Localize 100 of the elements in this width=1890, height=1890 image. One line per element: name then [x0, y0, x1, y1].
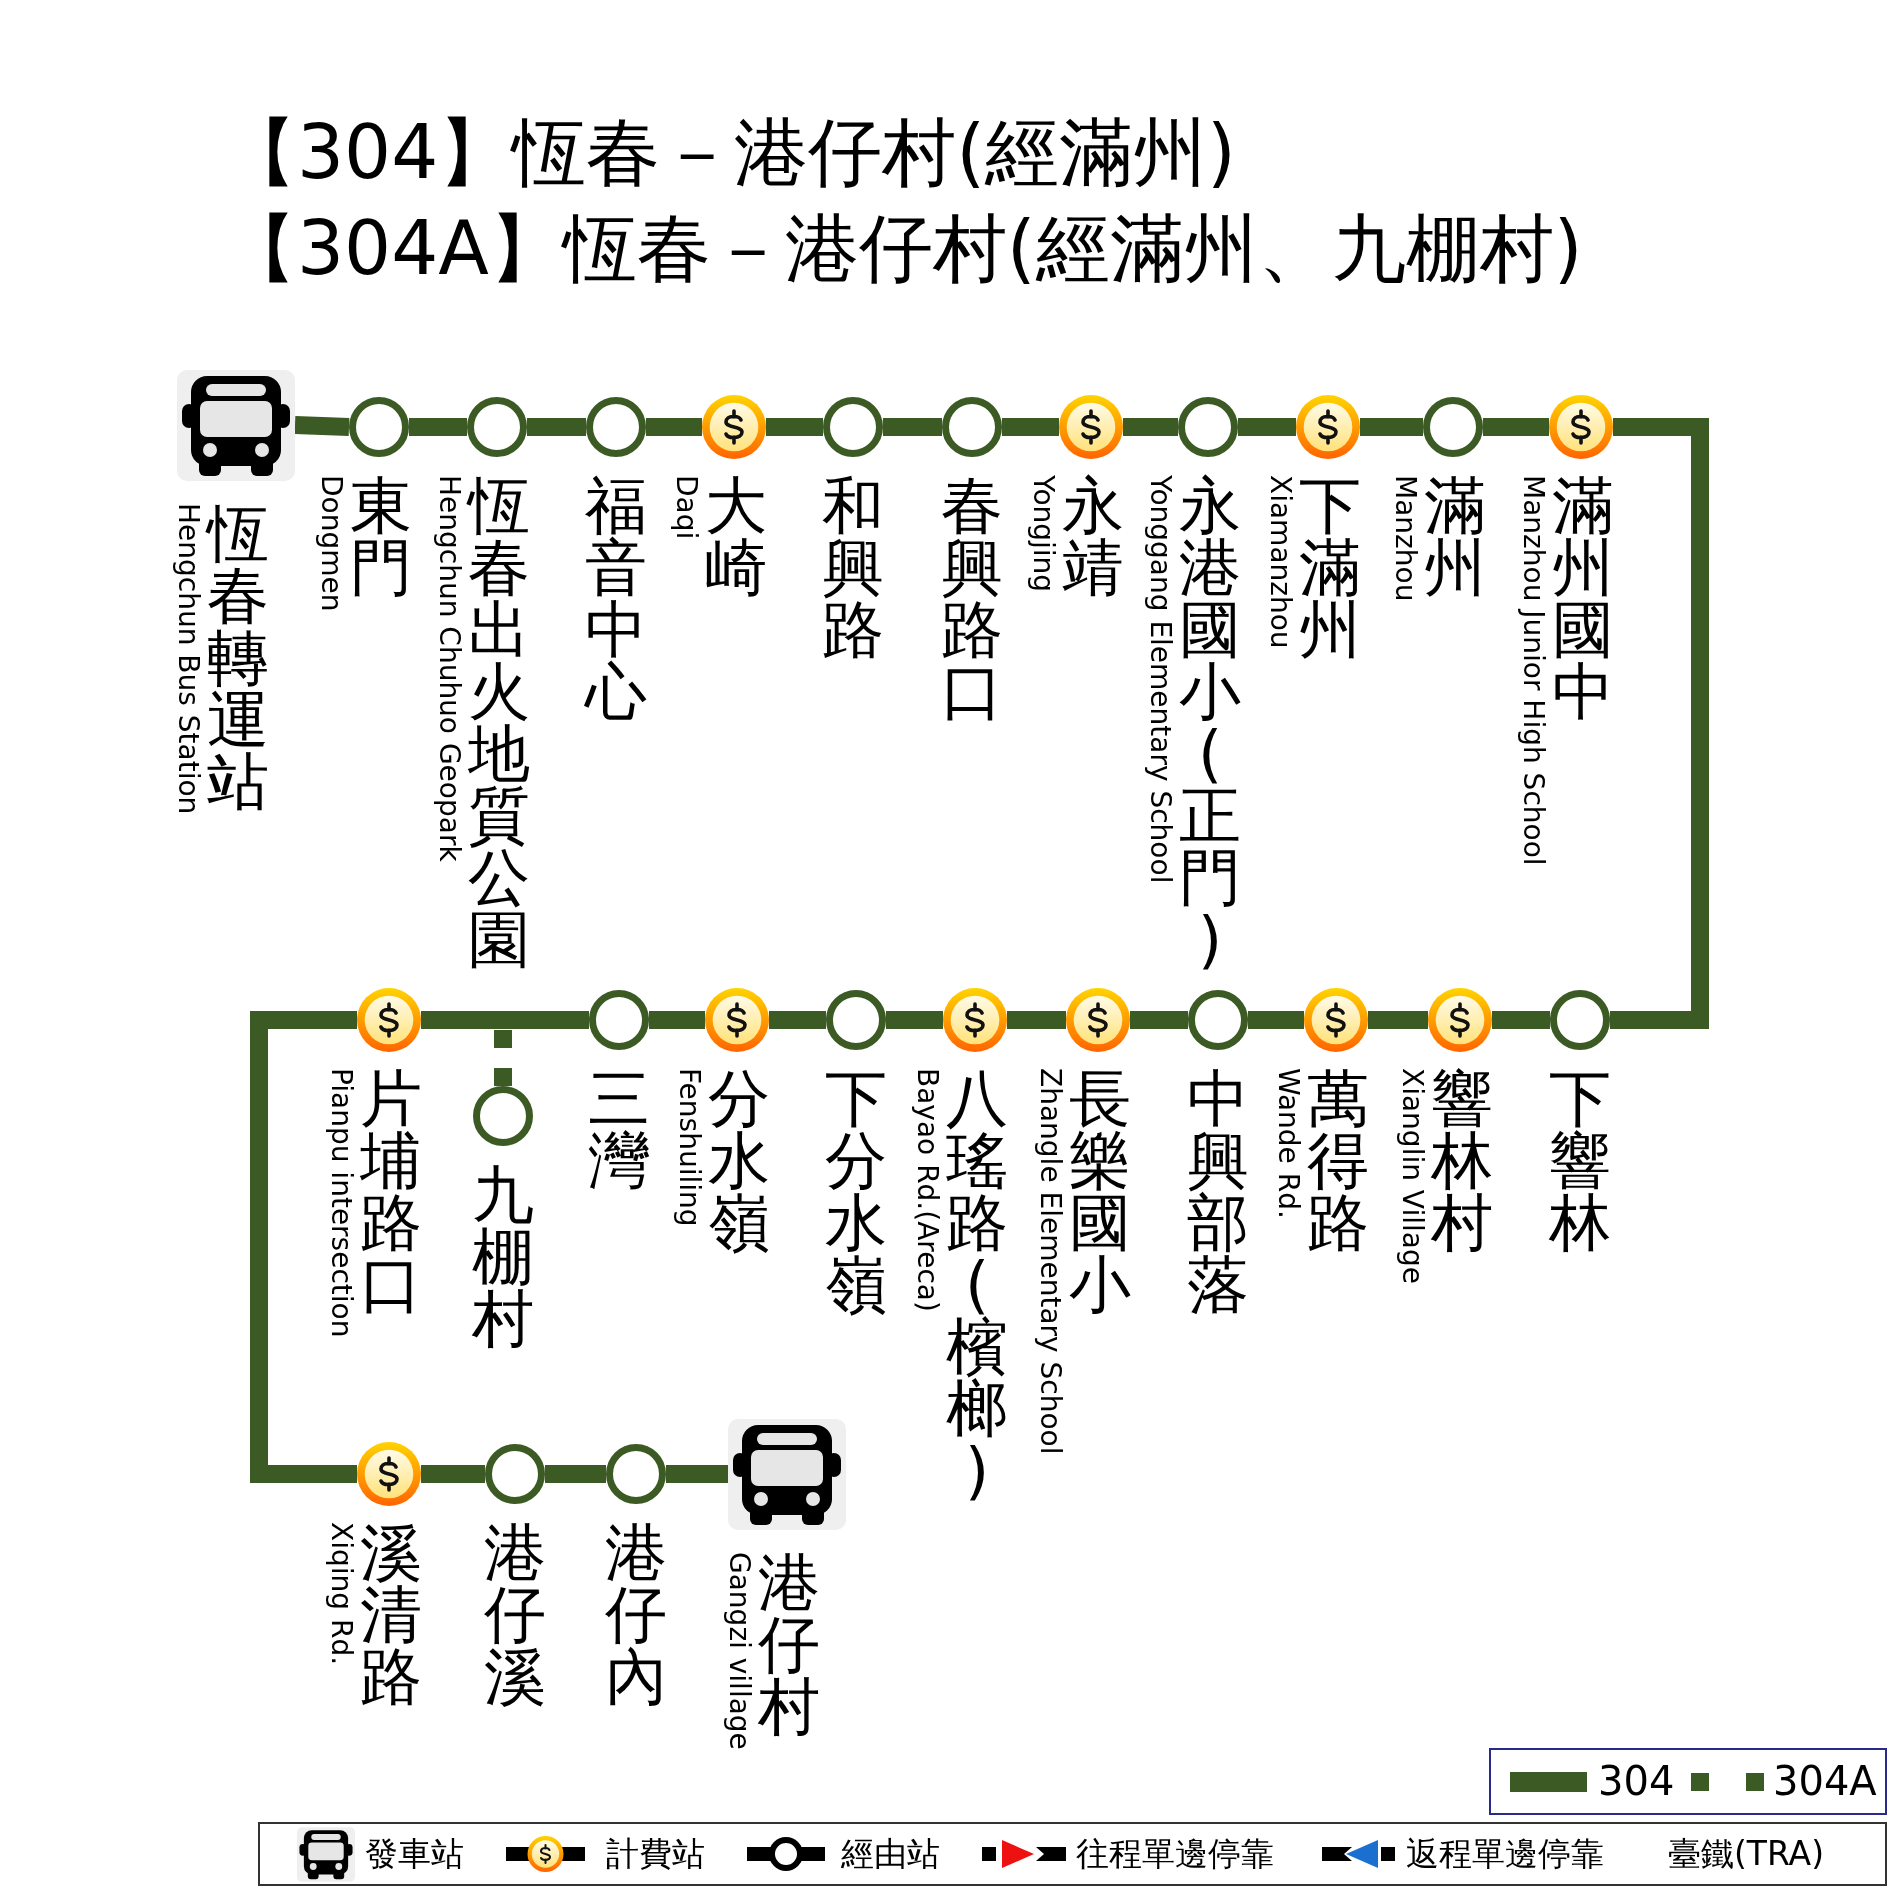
stop-name-english: Bayao Rd.(Areca) — [910, 1068, 944, 1312]
legend-label: 往程單邊停靠 — [1076, 1833, 1274, 1874]
stop-name: 分水嶺 — [708, 1068, 770, 1254]
stop-name: 福音中心 — [585, 475, 647, 723]
coin-icon — [943, 988, 1007, 1052]
stop-name: 東門 — [350, 475, 412, 599]
stop-name: 萬得路 — [1307, 1068, 1369, 1254]
stop-name: 下滿州 — [1299, 475, 1361, 661]
legend-label: 304 — [1598, 1757, 1675, 1806]
legend-label: 計費站 — [606, 1833, 705, 1874]
stop-name-english: Gangzi village — [722, 1552, 756, 1750]
stop-marker — [485, 1444, 545, 1504]
stop-name: 溪清路 — [360, 1522, 422, 1708]
stop-name-english: Manzhou — [1388, 475, 1422, 602]
legend-label: 發車站 — [365, 1833, 464, 1874]
legend-label: 返程單邊停靠 — [1406, 1833, 1604, 1874]
coin-icon — [1296, 395, 1360, 459]
route-line — [883, 418, 942, 436]
stop-name: 港仔村 — [758, 1552, 820, 1738]
stop-marker — [823, 397, 883, 457]
legend-label: 臺鐵(TRA) — [1668, 1833, 1825, 1874]
route-line — [646, 418, 702, 436]
stop-marker — [1550, 990, 1610, 1050]
route-line — [1123, 418, 1178, 436]
route-line — [545, 1465, 606, 1483]
stop-name: 大崎 — [705, 475, 767, 599]
route-line — [1238, 418, 1296, 436]
stop-marker — [349, 397, 409, 457]
stop-name-english: Hengchun Bus Station — [171, 503, 205, 815]
stop-marker — [586, 397, 646, 457]
stop-name-english: Yonggang Elementary School — [1143, 475, 1177, 884]
stop-name-english: Hengchun Chuhuo Geopark — [432, 475, 466, 862]
stop-name-english: Xianglin Village — [1395, 1068, 1429, 1284]
stop-marker — [1178, 397, 1238, 457]
route-title: 【304】恆春－港仔村(經滿州) 【304A】恆春－港仔村(經滿州、九棚村) — [223, 108, 1583, 293]
route-line — [649, 1011, 705, 1029]
coin-icon — [702, 395, 766, 459]
stop-name: 和興路 — [822, 475, 884, 661]
stop-marker — [826, 990, 886, 1050]
route-line — [769, 1011, 826, 1029]
bus-icon — [728, 1418, 846, 1530]
legend-label: 經由站 — [841, 1833, 940, 1874]
coin-icon — [1549, 395, 1613, 459]
stop-name-english: Dongmen — [314, 475, 348, 612]
route-line — [1007, 1011, 1066, 1029]
stop-name: 恆春出火地質公園 — [468, 475, 530, 971]
stop-name: 片埔路口 — [360, 1068, 422, 1316]
route-line — [666, 1465, 728, 1483]
stop-name-english: Pianpu intersection — [324, 1068, 358, 1338]
coin-icon — [1304, 988, 1368, 1052]
stop-name: 下響林 — [1549, 1068, 1611, 1254]
stop-name: 港仔溪 — [484, 1522, 546, 1708]
stop-name: 八瑤路(檳榔) — [946, 1068, 1008, 1502]
stop-name-english: Fenshuiling — [672, 1068, 706, 1227]
route-line — [1368, 1011, 1428, 1029]
coin-icon — [1066, 988, 1130, 1052]
stop-name: 長樂國小 — [1069, 1068, 1131, 1316]
stop-name: 滿州國中 — [1552, 475, 1614, 723]
stop-name: 響林村 — [1431, 1068, 1493, 1254]
stop-name: 滿州 — [1424, 475, 1486, 599]
stop-name-english: Daqi — [669, 475, 703, 540]
coin-icon — [705, 988, 769, 1052]
stop-marker — [473, 1086, 533, 1146]
stop-name: 三灣 — [588, 1068, 650, 1192]
route-line — [1130, 1011, 1188, 1029]
stop-marker — [606, 1444, 666, 1504]
stop-marker — [589, 990, 649, 1050]
coin-icon — [1428, 988, 1492, 1052]
stop-marker — [467, 397, 527, 457]
stop-name: 下分水嶺 — [825, 1068, 887, 1316]
stop-name: 九棚村 — [472, 1164, 534, 1350]
route-line — [766, 418, 823, 436]
route-line — [1492, 1011, 1550, 1029]
stop-marker — [1188, 990, 1248, 1050]
route-line — [409, 418, 467, 436]
stop-marker — [1423, 397, 1483, 457]
legend-label: 304A — [1773, 1757, 1877, 1806]
coin-icon — [1059, 395, 1123, 459]
route-line — [1610, 418, 1709, 1029]
stop-name: 港仔內 — [605, 1522, 667, 1708]
route-line — [1002, 418, 1059, 436]
stop-name: 永靖 — [1062, 475, 1124, 599]
bus-icon — [177, 369, 295, 481]
coin-icon — [357, 988, 421, 1052]
route-line — [1248, 1011, 1304, 1029]
stop-name: 恆春轉運站 — [207, 503, 269, 813]
stop-name-english: Manzhou Junior High School — [1516, 475, 1550, 866]
route-line — [421, 1011, 589, 1029]
stop-name: 中興部落 — [1187, 1068, 1249, 1316]
stop-name: 春興路口 — [941, 475, 1003, 723]
stop-name-english: Xiamanzhou — [1263, 475, 1297, 649]
coin-icon — [357, 1442, 421, 1506]
stop-name-english: Yongjing — [1026, 475, 1060, 593]
route-line — [250, 1011, 357, 1483]
route-line — [421, 1465, 485, 1483]
stop-name-english: Zhangle Elementary School — [1033, 1068, 1067, 1455]
route-line — [886, 1011, 943, 1029]
route-line — [1483, 418, 1549, 436]
route-line — [1360, 418, 1423, 436]
route-line — [294, 416, 350, 436]
